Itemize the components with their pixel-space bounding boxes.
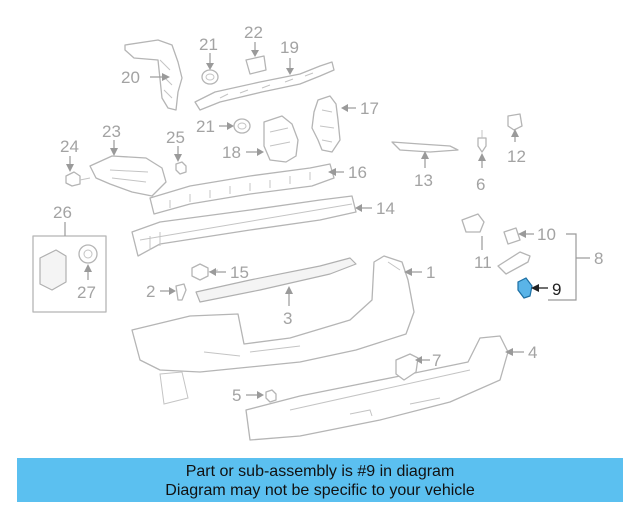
svg-text:3: 3 xyxy=(283,309,292,328)
part-11-bracket xyxy=(461,213,485,233)
callout-26: 26 xyxy=(53,203,72,236)
svg-text:20: 20 xyxy=(121,68,140,87)
svg-text:4: 4 xyxy=(528,343,537,362)
svg-text:17: 17 xyxy=(360,99,379,118)
svg-text:8: 8 xyxy=(594,249,603,268)
callout-19: 19 xyxy=(280,38,299,75)
part-25-nut xyxy=(175,161,187,175)
svg-text:15: 15 xyxy=(230,263,249,282)
part-23-side-bracket xyxy=(89,155,167,197)
svg-text:25: 25 xyxy=(166,128,185,147)
svg-text:19: 19 xyxy=(280,38,299,57)
svg-text:21: 21 xyxy=(196,117,215,136)
svg-text:11: 11 xyxy=(474,253,492,272)
callout-14: 14 xyxy=(355,199,395,218)
banner-line-1: Part or sub-assembly is #9 in diagram xyxy=(185,463,455,480)
callout-3: 3 xyxy=(283,286,293,328)
part-9-bulb-socket xyxy=(517,277,533,299)
callout-20: 20 xyxy=(121,68,170,87)
callout-21-lower: 21 xyxy=(196,117,234,136)
callout-23: 23 xyxy=(102,122,121,156)
svg-text:12: 12 xyxy=(507,147,526,166)
callout-11: 11 xyxy=(474,236,492,272)
svg-text:2: 2 xyxy=(146,282,155,301)
svg-text:24: 24 xyxy=(60,137,79,156)
callout-2: 2 xyxy=(146,282,176,301)
callout-24: 24 xyxy=(60,137,79,172)
svg-text:23: 23 xyxy=(102,122,121,141)
svg-text:9: 9 xyxy=(552,280,561,299)
svg-text:1: 1 xyxy=(426,263,435,282)
part-21-grommet-lower xyxy=(233,118,251,134)
callout-6: 6 xyxy=(476,153,486,194)
part-7-bracket xyxy=(395,353,419,381)
svg-text:13: 13 xyxy=(414,171,433,190)
part-5-bolt xyxy=(265,389,277,403)
callout-17: 17 xyxy=(341,99,379,118)
svg-text:6: 6 xyxy=(476,175,485,194)
info-banner: Part or sub-assembly is #9 in diagram Di… xyxy=(17,458,623,502)
part-21-grommet-upper xyxy=(201,69,219,85)
callout-8-bracket: 8 xyxy=(548,233,603,301)
callout-1: 1 xyxy=(404,263,435,282)
parts-diagram: 20 21 21 22 19 xyxy=(32,23,603,441)
svg-text:16: 16 xyxy=(348,163,367,182)
callout-7: 7 xyxy=(415,351,441,370)
callout-25: 25 xyxy=(166,128,185,162)
svg-text:26: 26 xyxy=(53,203,72,222)
svg-text:14: 14 xyxy=(376,199,395,218)
part-6-screw xyxy=(477,130,487,153)
callout-13: 13 xyxy=(414,151,433,190)
part-26-sensor-box xyxy=(32,235,107,313)
banner-line-2: Diagram may not be specific to your vehi… xyxy=(165,482,475,499)
part-1-bumper-cover xyxy=(131,255,415,405)
part-2-bolt xyxy=(175,283,187,301)
part-12-clip xyxy=(507,113,523,131)
svg-text:22: 22 xyxy=(244,23,263,42)
part-13-reflector xyxy=(391,141,459,153)
part-18-bracket xyxy=(263,115,299,163)
callout-18: 18 xyxy=(222,143,264,162)
callout-27: 27 xyxy=(77,264,96,302)
svg-text:21: 21 xyxy=(199,35,218,54)
part-17-bracket xyxy=(311,95,341,153)
callout-15: 15 xyxy=(209,263,249,282)
callout-21-upper: 21 xyxy=(199,35,218,70)
callout-4: 4 xyxy=(505,343,537,362)
part-22-clip xyxy=(245,55,267,75)
svg-text:18: 18 xyxy=(222,143,241,162)
callout-22: 22 xyxy=(244,23,263,57)
callout-10: 10 xyxy=(518,225,556,244)
callout-5: 5 xyxy=(232,386,264,405)
svg-text:27: 27 xyxy=(77,283,96,302)
part-10-lamp xyxy=(497,227,531,275)
callout-9: 9 xyxy=(531,280,561,299)
svg-text:5: 5 xyxy=(232,386,241,405)
callout-16: 16 xyxy=(328,163,367,182)
part-14-reinforcement-beam xyxy=(131,195,357,257)
part-16-absorber xyxy=(149,163,335,215)
part-19-upper-strip xyxy=(194,61,335,111)
callout-12: 12 xyxy=(507,129,526,166)
part-24-bolt xyxy=(65,171,91,187)
svg-text:10: 10 xyxy=(537,225,556,244)
part-3-step-pad xyxy=(195,257,357,303)
svg-text:7: 7 xyxy=(432,351,441,370)
